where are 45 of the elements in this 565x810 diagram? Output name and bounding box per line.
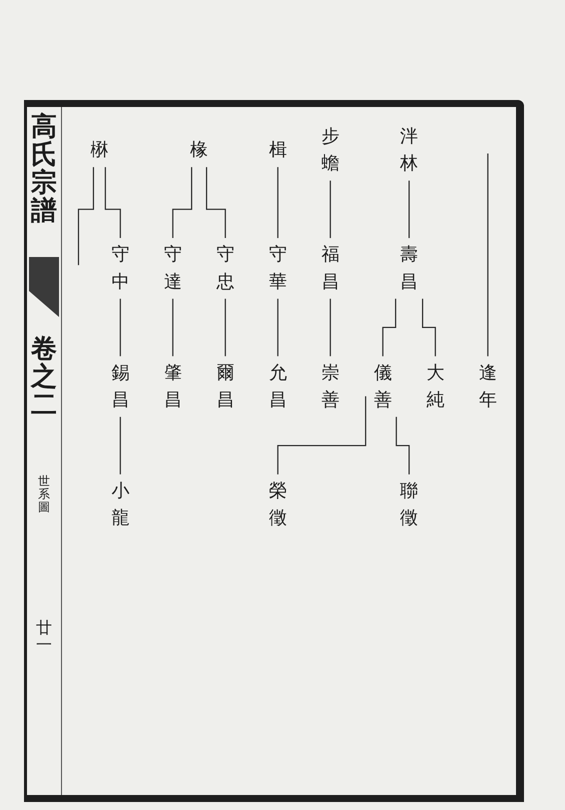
node-text: 錫昌 [111, 362, 130, 410]
node-text: 泮林 [400, 126, 418, 174]
connector [277, 167, 278, 239]
connector [396, 416, 410, 475]
connector [206, 167, 226, 239]
connector [224, 298, 226, 357]
connector [330, 298, 331, 357]
node-text: 肇昌 [164, 362, 182, 410]
connector [408, 180, 410, 239]
connector [330, 180, 331, 239]
connector [120, 298, 121, 357]
node-text: 逢年 [478, 362, 497, 410]
connector [422, 298, 436, 357]
node-text: 儀善 [374, 362, 392, 410]
connector [120, 416, 121, 475]
connector [277, 298, 278, 357]
node-text: 崇善 [321, 362, 340, 410]
section-label: 世系圖 [38, 475, 50, 514]
connector [172, 167, 192, 239]
node-text: 楫 [268, 140, 287, 161]
node-text: 守達 [164, 244, 182, 292]
volume-label: 卷之二 [31, 335, 57, 420]
node-text: 守忠 [216, 244, 234, 292]
node-text: 榮徵 [268, 480, 287, 528]
connector [277, 396, 366, 475]
connector [487, 154, 488, 357]
book-title: 高氏宗譜 [31, 113, 57, 226]
page-frame: 高氏宗譜 卷之二 世系圖 廿一 小龍 榮徵 聯徵 錫昌 肇昌 爾昌 允昌 崇善 儀善 大純 逢年 守中 守達 守忠 守華 福昌 壽昌 楙 椽 楫 步蟾 泮林 [24, 100, 524, 802]
node-text: 壽昌 [400, 244, 418, 292]
node-text: 大純 [426, 362, 444, 410]
node-text: 小龍 [111, 480, 130, 528]
node-text: 守中 [111, 244, 130, 292]
connector [104, 167, 121, 239]
connector [78, 167, 94, 266]
node-text: 福昌 [321, 244, 340, 292]
node-text: 聯徵 [400, 480, 418, 528]
node-text: 允昌 [268, 362, 287, 410]
node-text: 步蟾 [321, 126, 340, 174]
node-text: 爾昌 [216, 362, 234, 410]
node-text: 楙 [90, 140, 108, 161]
page-number: 廿一 [36, 619, 52, 654]
node-text: 守華 [268, 244, 287, 292]
node-text: 椽 [190, 140, 208, 161]
connector [172, 298, 174, 357]
connector [382, 298, 396, 357]
